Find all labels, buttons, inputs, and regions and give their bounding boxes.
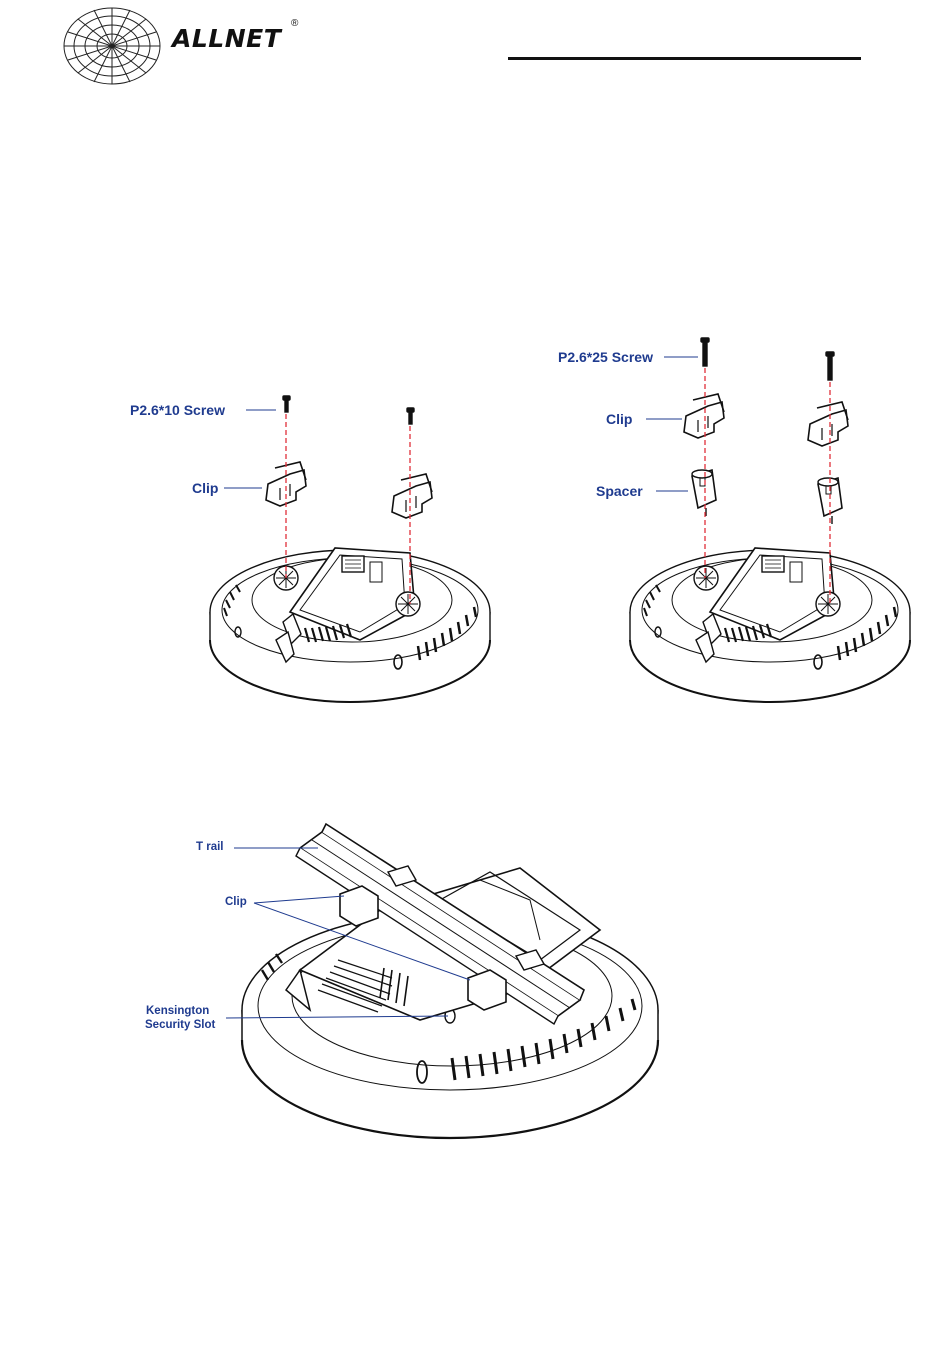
- figure1-screw-right: [407, 408, 414, 424]
- figure2-clip-left: [684, 394, 724, 438]
- figure2-spacer-left: [692, 470, 716, 516]
- figure3-clip-a: [340, 886, 378, 926]
- figure2-spacer-label: Spacer: [596, 483, 643, 499]
- figure3-clip-leader-a: [254, 896, 344, 903]
- figure2-screw-left: [701, 338, 709, 366]
- figure2-screw-right: [826, 352, 834, 380]
- figure2-spacer-right: [818, 478, 842, 524]
- figure3-trail-label: T rail: [196, 840, 223, 854]
- figure1-clip-left: [266, 462, 306, 506]
- figure1-screw-label: P2.6*10 Screw: [130, 402, 225, 418]
- figure2-clip-right: [808, 402, 848, 446]
- figure2-drawing: [630, 338, 910, 702]
- figure3-clip-label: Clip: [225, 895, 247, 909]
- figure1-clip-label: Clip: [192, 480, 218, 496]
- kensington-label-line2: Security Slot: [145, 1018, 215, 1032]
- figure3-clip-b: [468, 970, 506, 1010]
- figure1-clip-right: [392, 474, 432, 518]
- figure2-clip-label: Clip: [606, 411, 632, 427]
- kensington-label-line1: Kensington: [146, 1004, 209, 1018]
- figure3-drawing: [242, 824, 658, 1138]
- figure2-screw-label: P2.6*25 Screw: [558, 349, 653, 365]
- figure1-drawing: [210, 396, 490, 702]
- figure1-screw-left: [283, 396, 290, 412]
